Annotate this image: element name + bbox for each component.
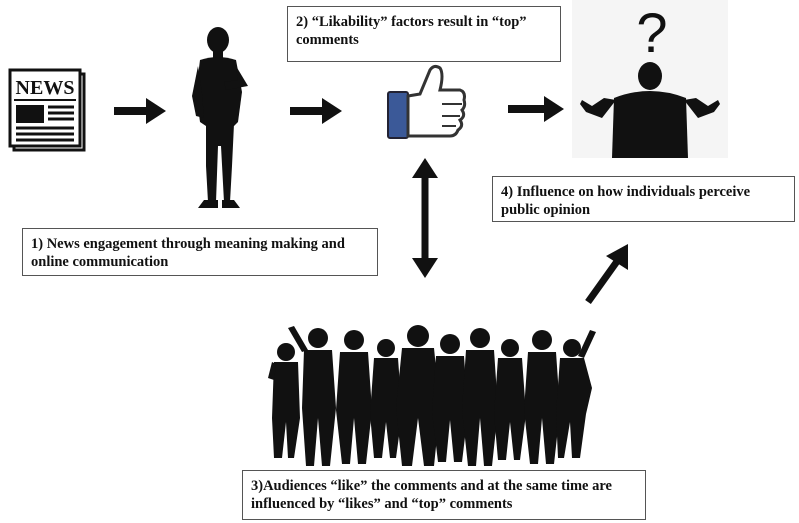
step-3-label: 3)Audiences “like” the comments and at t… [242,470,646,520]
newspaper-masthead: NEWS [16,77,75,99]
step-4-label: 4) Influence on how individuals perceive… [492,176,795,222]
newspaper-icon: NEWS [8,68,88,152]
shrugging-person-icon: ? [572,0,728,158]
person-silhouette-icon [186,26,256,212]
arrow-right-icon [508,96,564,122]
arrow-right-icon [290,98,342,124]
double-arrow-vertical-icon [412,158,438,278]
question-mark: ? [636,1,667,64]
arrow-up-right-icon [582,244,632,306]
crowd-silhouette-icon [258,318,598,468]
arrow-right-icon [114,98,166,124]
thumbs-up-icon [386,64,468,142]
step-2-label: 2) “Likability” factors result in “top” … [287,6,561,62]
step-1-label: 1) News engagement through meaning makin… [22,228,378,276]
